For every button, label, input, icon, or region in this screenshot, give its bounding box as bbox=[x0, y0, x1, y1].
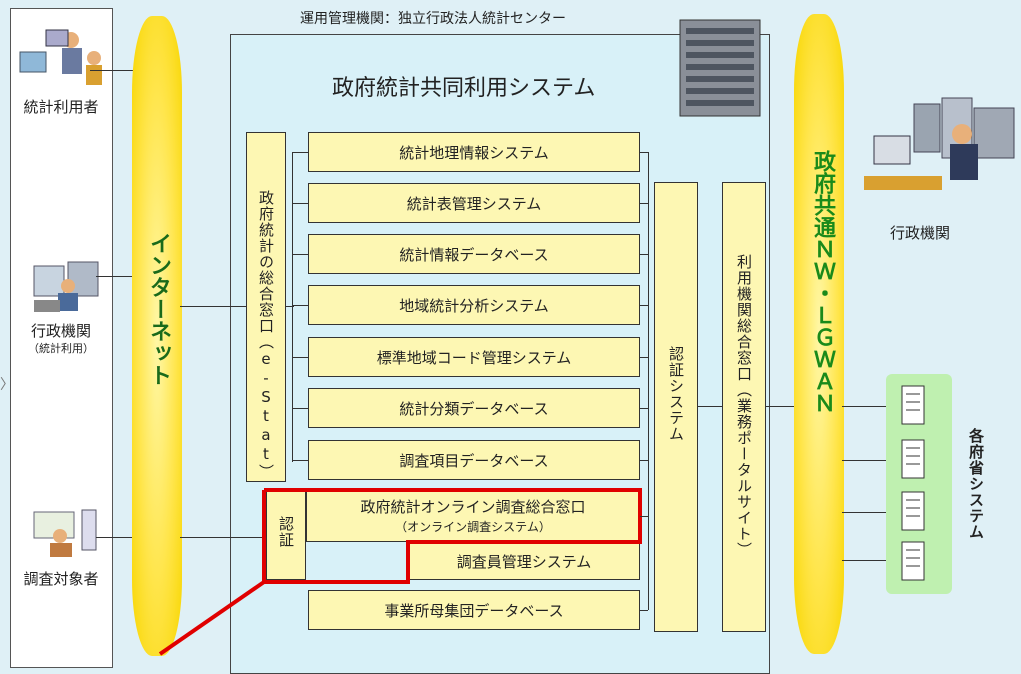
branch-line bbox=[640, 610, 648, 611]
branch-line bbox=[640, 357, 648, 358]
subsystem-box[interactable]: 標準地域コード管理システム bbox=[308, 337, 640, 377]
connector-line bbox=[180, 306, 246, 307]
highlight-outline bbox=[158, 488, 642, 656]
branch-line bbox=[292, 203, 308, 204]
auth-system-label: 認証システム bbox=[667, 346, 685, 442]
subsystem-box[interactable]: 調査項目データベース bbox=[308, 440, 640, 480]
chevron-right-icon: 〉 bbox=[0, 377, 14, 393]
branch-line bbox=[292, 152, 293, 462]
branch-line bbox=[292, 460, 308, 461]
branch-line bbox=[292, 408, 308, 409]
govnet-cloud bbox=[794, 14, 844, 654]
connector-line bbox=[842, 406, 888, 407]
connector-line bbox=[90, 70, 152, 71]
business-portal-label: 利用機関総合窓口（業務ポータルサイト） bbox=[735, 254, 753, 558]
branch-line bbox=[640, 254, 648, 255]
connector-line bbox=[766, 406, 796, 407]
branch-line bbox=[286, 306, 294, 307]
estat-portal-box[interactable] bbox=[246, 132, 286, 482]
branch-line bbox=[640, 305, 648, 306]
estat-portal-label: 政府統計の総合窓口（e-Stat） bbox=[257, 190, 275, 480]
online-survey-subtitle: （オンライン調査システム） bbox=[395, 520, 551, 534]
branch-line bbox=[292, 305, 308, 306]
respondent-label: 調査対象者 bbox=[23, 570, 99, 588]
online-auth-label: 認証 bbox=[277, 516, 295, 548]
branch-line bbox=[640, 203, 648, 204]
branch-line bbox=[292, 152, 308, 153]
building-icon bbox=[679, 19, 761, 117]
users-frame bbox=[10, 8, 113, 668]
subsystem-box[interactable]: 地域統計分析システム bbox=[308, 285, 640, 325]
enterprise-db-box[interactable]: 事業所母集団データベース bbox=[308, 590, 640, 630]
branch-line bbox=[648, 152, 649, 610]
agency-label: 行政機関 bbox=[890, 224, 951, 242]
branch-line bbox=[292, 254, 308, 255]
agency-worker-icon bbox=[864, 97, 1015, 190]
online-survey-title: 政府統計オンライン調査総合窓口 bbox=[360, 498, 586, 516]
stat-user-icon bbox=[19, 29, 102, 85]
connector-line bbox=[698, 406, 722, 407]
server-icon bbox=[901, 385, 925, 581]
connector-line bbox=[842, 512, 888, 513]
branch-line bbox=[292, 357, 308, 358]
connector-line bbox=[180, 537, 266, 538]
business-portal-box[interactable] bbox=[722, 182, 766, 632]
connector-line bbox=[96, 537, 152, 538]
branch-line bbox=[640, 460, 648, 461]
auth-system-box[interactable] bbox=[654, 182, 698, 632]
gov-stat-user-sublabel: （統計利用） bbox=[28, 342, 94, 355]
subsystem-box[interactable]: 統計表管理システム bbox=[308, 183, 640, 223]
branch-line bbox=[640, 408, 648, 409]
ministries-label: 各府省システム bbox=[967, 428, 985, 540]
system-title: 政府統計共同利用システム bbox=[332, 76, 596, 101]
subsystem-box[interactable]: 統計分類データベース bbox=[308, 388, 640, 428]
subsystem-box[interactable]: 統計地理情報システム bbox=[308, 132, 640, 172]
internet-cloud bbox=[132, 16, 182, 656]
stat-user-label: 統計利用者 bbox=[23, 98, 99, 116]
branch-line bbox=[640, 152, 648, 153]
subsystem-box[interactable]: 統計情報データベース bbox=[308, 234, 640, 274]
connector-line bbox=[842, 460, 888, 461]
gov-stat-user-icon bbox=[33, 261, 99, 312]
internet-label: インターネット bbox=[146, 232, 171, 386]
connector-line bbox=[842, 560, 888, 561]
respondent-icon bbox=[33, 509, 97, 557]
online-auth-box[interactable] bbox=[266, 490, 306, 580]
gov-stat-user-label: 行政機関 bbox=[30, 322, 91, 340]
operator-label: 運用管理機関：独立行政法人統計センター bbox=[300, 11, 566, 27]
connector-line bbox=[96, 276, 152, 277]
branch-line bbox=[640, 516, 648, 517]
govnet-label: 政府共通ＮＷ・ＬＧＷＡＮ bbox=[810, 150, 835, 414]
